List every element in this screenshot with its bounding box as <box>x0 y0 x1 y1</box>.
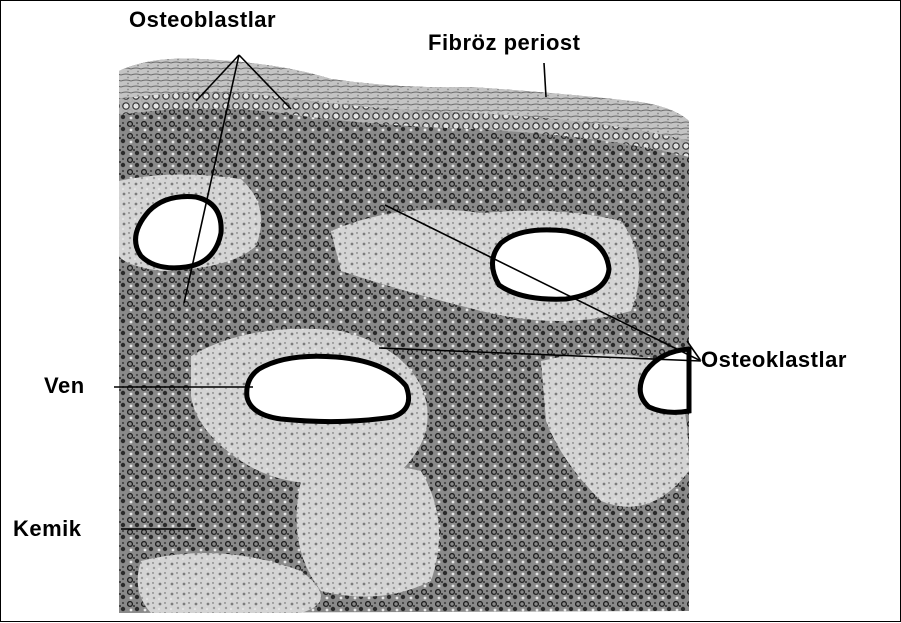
label-ven: Ven <box>44 373 85 399</box>
connective-tissue-lower <box>297 465 440 596</box>
leader-periost <box>544 63 546 97</box>
label-osteoblastlar: Osteoblastlar <box>129 7 276 33</box>
label-fibroz-periost: Fibröz periost <box>428 30 580 56</box>
vessel-upper-right <box>492 230 609 299</box>
label-osteoklastlar: Osteoklastlar <box>701 347 847 373</box>
label-kemik: Kemik <box>13 516 82 542</box>
